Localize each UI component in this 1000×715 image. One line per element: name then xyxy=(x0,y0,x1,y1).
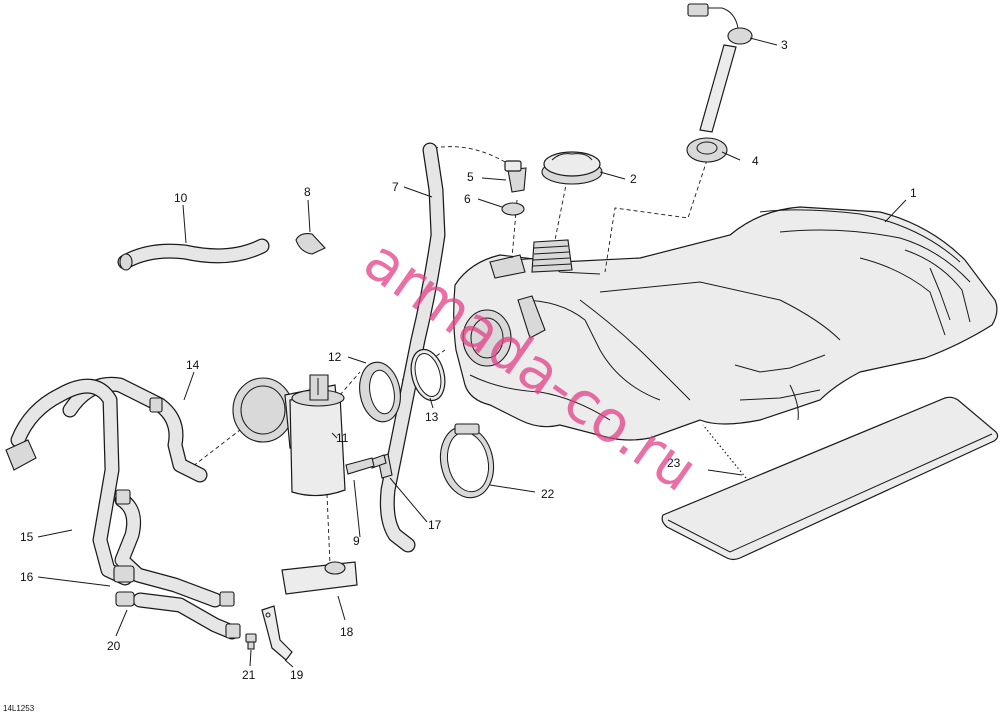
part-5-vent-valve xyxy=(504,160,527,193)
leader-lines xyxy=(37,37,907,668)
callout-14: 14 xyxy=(186,358,200,372)
part-6-grommet xyxy=(501,202,525,216)
callout-5: 5 xyxy=(467,170,474,184)
callout-18: 18 xyxy=(340,625,354,639)
part-20-connector xyxy=(113,565,135,607)
callout-labels: 1 2 3 4 5 6 7 8 9 10 11 12 13 14 15 16 1… xyxy=(20,38,917,682)
part-23-tank-pad xyxy=(661,396,999,561)
part-8-clamp xyxy=(295,233,326,255)
part-3-fuel-level-sender xyxy=(687,3,753,133)
part-14-fuel-hose xyxy=(62,376,208,483)
drawing-code: 14L1253 xyxy=(3,704,35,713)
part-11-fuel-pump-module xyxy=(232,374,375,497)
part-7-vent-hose xyxy=(379,142,446,553)
part-15-fuel-hose xyxy=(5,378,133,586)
part-12-lock-ring xyxy=(359,361,401,423)
callout-15: 15 xyxy=(20,530,34,544)
callout-1: 1 xyxy=(910,186,917,200)
part-4-grommet xyxy=(686,137,728,163)
callout-10: 10 xyxy=(174,191,188,205)
part-10-hose xyxy=(117,238,270,271)
part-19-bracket xyxy=(261,605,293,661)
callout-3: 3 xyxy=(781,38,788,52)
callout-19: 19 xyxy=(290,668,304,682)
callout-13: 13 xyxy=(425,410,439,424)
callout-9: 9 xyxy=(353,534,360,548)
callout-21: 21 xyxy=(242,668,256,682)
callout-2: 2 xyxy=(630,172,637,186)
callout-6: 6 xyxy=(464,192,471,206)
callout-4: 4 xyxy=(752,154,759,168)
part-16-fuel-hose xyxy=(114,489,241,640)
part-13-o-ring xyxy=(410,348,446,402)
callout-16: 16 xyxy=(20,570,34,584)
callout-11: 11 xyxy=(336,431,349,445)
part-2-filler-cap xyxy=(541,151,603,185)
part-18-fuel-filter xyxy=(281,561,358,595)
part-1-fuel-tank xyxy=(453,206,998,441)
callout-12: 12 xyxy=(328,350,342,364)
part-22-hose-clamp xyxy=(439,423,495,499)
callout-8: 8 xyxy=(304,185,311,199)
callout-22: 22 xyxy=(541,487,555,501)
callout-7: 7 xyxy=(392,180,399,194)
callout-17: 17 xyxy=(428,518,442,532)
part-21-bolt xyxy=(245,633,257,650)
callout-23: 23 xyxy=(667,456,681,470)
callout-20: 20 xyxy=(107,639,121,653)
